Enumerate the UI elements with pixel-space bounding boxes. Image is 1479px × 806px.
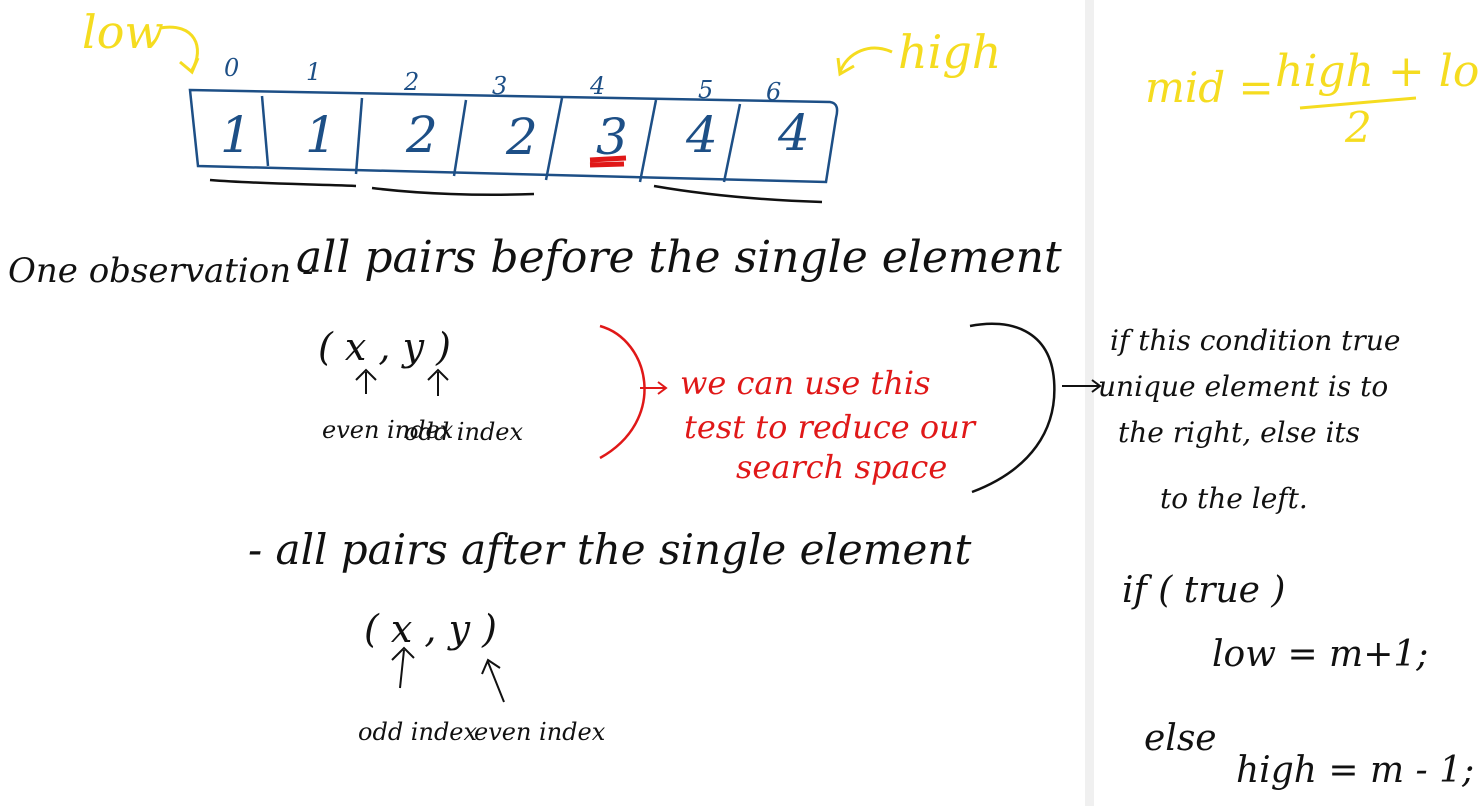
- red-note: we can use this test to reduce our searc…: [680, 364, 977, 486]
- array-index: 0: [224, 54, 239, 82]
- side-note-line: if this condition true: [1110, 324, 1400, 357]
- before-y-label: odd index: [404, 418, 524, 446]
- code-high-line: high = m - 1;: [1236, 750, 1474, 791]
- array-index: 6: [766, 78, 781, 106]
- side-arrow: [1062, 379, 1102, 393]
- array-index: 5: [698, 76, 713, 104]
- array-value: 1: [305, 106, 337, 164]
- side-note-line: the right, else its: [1118, 416, 1360, 449]
- code-else-line: else: [1144, 718, 1217, 759]
- array-index: 4: [589, 72, 605, 100]
- array-index: 2: [403, 68, 419, 96]
- side-note: if this condition true unique element is…: [1098, 324, 1400, 515]
- red-note-line: we can use this: [680, 364, 931, 402]
- array-value: 4: [777, 104, 810, 162]
- code-if-line: if ( true ): [1122, 570, 1285, 611]
- side-note-line: unique element is to: [1098, 370, 1388, 403]
- observation-before: all pairs before the single element: [296, 232, 1062, 283]
- after-pair: ( x , y ): [364, 607, 497, 651]
- after-x-label: odd index: [358, 718, 478, 746]
- array-value: 2: [505, 108, 538, 166]
- red-bracket: [599, 324, 646, 460]
- mid-numerator: high + low: [1275, 46, 1479, 97]
- array-box: [188, 88, 839, 184]
- high-pointer-label: high: [898, 25, 1001, 79]
- array-index: 1: [306, 58, 321, 86]
- page-divider: [1085, 0, 1094, 806]
- code-low-line: low = m+1;: [1212, 634, 1428, 675]
- array-value: 2: [405, 106, 438, 164]
- red-note-line: search space: [736, 448, 947, 486]
- after-y-label: even index: [474, 718, 606, 746]
- low-pointer-label: low: [82, 5, 164, 59]
- red-arrow: [640, 381, 668, 395]
- after-pair-arrows: [391, 646, 505, 703]
- observation-title: One observation -: [8, 251, 313, 291]
- mid-denominator: 2: [1344, 103, 1372, 152]
- pair-underlines: [209, 178, 823, 204]
- before-pair: ( x , y ): [318, 325, 451, 369]
- low-pointer-arrow: [159, 25, 199, 71]
- before-pair-arrows: [355, 368, 449, 396]
- mid-formula: mid = high + low 2: [1145, 46, 1479, 152]
- array-indices: 0 1 2 3 4 5 6: [224, 54, 781, 106]
- array-value: 4: [685, 106, 718, 164]
- high-pointer-arrow: [838, 46, 893, 73]
- side-note-line: to the left.: [1160, 482, 1308, 515]
- code-snippet: if ( true ) low = m+1; else high = m - 1…: [1122, 570, 1474, 791]
- array-index: 3: [492, 72, 507, 100]
- red-note-line: test to reduce our: [684, 408, 977, 446]
- before-x-label: even index: [322, 416, 454, 444]
- observation-after: - all pairs after the single element: [248, 525, 971, 574]
- array-value: 1: [220, 106, 252, 164]
- single-element-highlight: [589, 155, 627, 168]
- array-values: 1 1 2 2 3 4 4: [220, 104, 810, 166]
- mid-label: mid =: [1145, 63, 1274, 112]
- black-bracket: [969, 322, 1056, 494]
